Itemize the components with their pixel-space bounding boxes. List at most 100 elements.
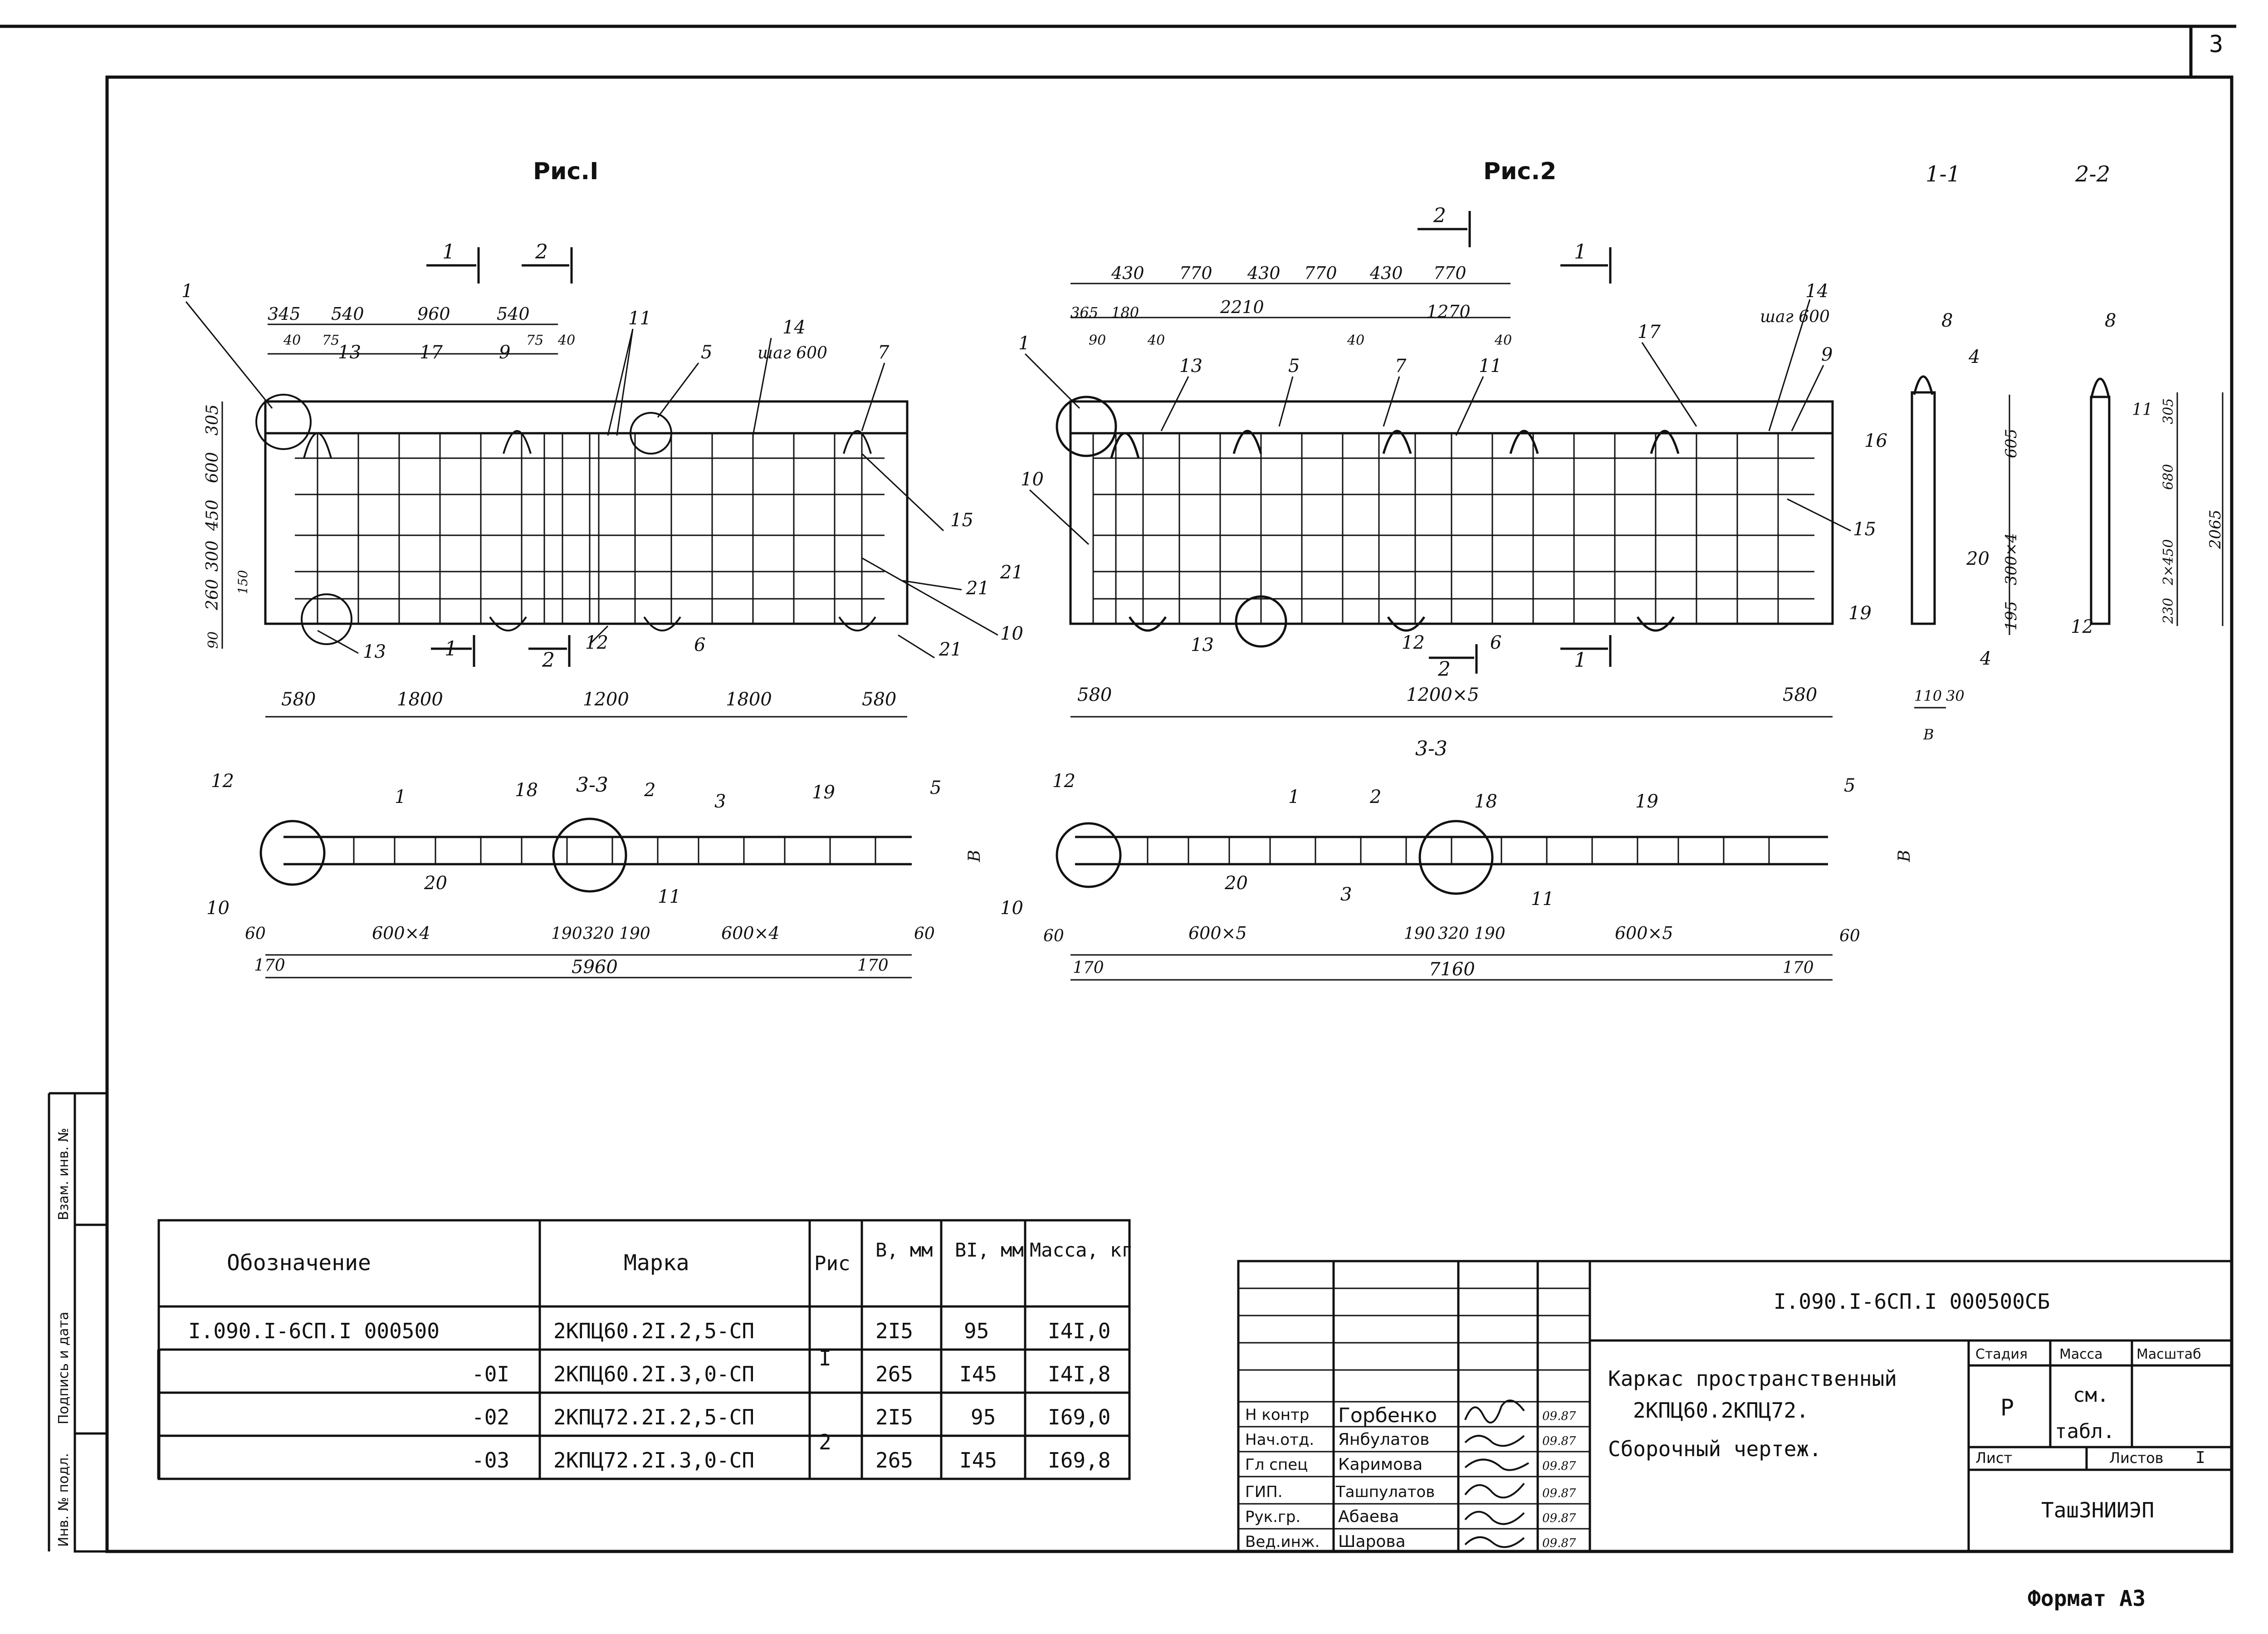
- callout: 11: [658, 886, 681, 907]
- dim-label: 540: [331, 304, 364, 324]
- dim-label: 190: [1404, 925, 1435, 943]
- fig2-pitch: шаг 600: [1760, 308, 1830, 326]
- callout: 13: [1179, 356, 1202, 377]
- callout: 6: [1490, 632, 1501, 653]
- drawing-title-line3: Сборочный чертеж.: [1608, 1437, 1822, 1461]
- fig1-section-label: 3-3: [576, 773, 608, 797]
- dim-label: 190: [551, 925, 582, 943]
- table-header: В, мм: [875, 1239, 933, 1261]
- fig1-plan-callouts: 12 1 18 2 3 19 5 10 20 11: [206, 771, 941, 919]
- callout: 5: [1288, 356, 1300, 377]
- fig1-cut-marks: 1 2 1 2: [426, 240, 573, 672]
- dim-label: 170: [857, 956, 889, 975]
- sig-role: Нач.отд.: [1245, 1431, 1314, 1449]
- callout: 14: [782, 317, 806, 338]
- fig1-left-dims: 305 600 450 300 260 90 150: [203, 404, 250, 649]
- sig-role: Гл спец: [1245, 1456, 1308, 1474]
- callout: 20: [1224, 873, 1248, 894]
- sig-role: Н контр: [1245, 1406, 1309, 1424]
- dim-label: 150: [235, 570, 250, 594]
- table-cell: I45: [959, 1448, 997, 1473]
- table-cell: 2КПЦ72.2I.2,5-СП: [553, 1405, 754, 1429]
- callout: 1: [1288, 787, 1300, 807]
- dim-label: 320: [583, 925, 614, 943]
- callout: 11: [628, 308, 651, 329]
- dim-label: 2210: [1220, 297, 1264, 317]
- dim-label: 770: [1433, 263, 1466, 283]
- table-cell: 2КПЦ60.2I.2,5-СП: [553, 1319, 754, 1343]
- callout: 6: [694, 635, 705, 656]
- callout: 9: [499, 342, 510, 363]
- sig-name: Шарова: [1338, 1532, 1406, 1551]
- fig2-section-label: 3-3: [1415, 737, 1447, 760]
- fig2-plan-dims: 60 170 600×5 190 320 190 600×5 60 170 71…: [1043, 850, 1914, 980]
- dim-label: 60: [245, 925, 266, 943]
- fig2-top-dims: 430 770 430 770 430 770 365 180 2210 127…: [1070, 263, 1512, 348]
- scale-header: Масштаб: [2136, 1346, 2201, 1362]
- fig2-title: Рис.2: [1483, 158, 1556, 185]
- dim-label: 605: [2002, 429, 2020, 458]
- dim-label: 195: [2002, 601, 2020, 631]
- dim-label: 600×4: [372, 923, 430, 943]
- dim-label: 170: [1783, 959, 1814, 977]
- table-cell: I69,8: [1048, 1448, 1110, 1473]
- fig2-callouts: 1 13 5 7 11 17 14 9 15 10 21 13 12 6: [1000, 281, 1876, 656]
- spec-table: Обозначение Марка Рис В, мм ВI, мм Масса…: [157, 1219, 1133, 1480]
- dim-label: 365: [1070, 304, 1098, 321]
- dim-label: 30: [1946, 687, 1965, 704]
- callout: 11: [1531, 889, 1554, 910]
- sig-date: 09.87: [1542, 1409, 1576, 1423]
- callout: 9: [1821, 344, 1833, 365]
- fig2-bottom-dims: 580 1200×5 580: [1077, 685, 1817, 705]
- page-number: 3: [2209, 31, 2223, 58]
- callout: 5: [930, 778, 941, 798]
- stamp-label: Инв. № подл.: [56, 1453, 72, 1547]
- drawing-title-line1: Каркас пространственный: [1608, 1366, 1897, 1391]
- callout: 1: [181, 281, 193, 302]
- dim-label: 580: [281, 689, 316, 710]
- sec11-callouts: 8 4 16 20 19 4: [1848, 310, 1991, 669]
- dim-label: 60: [1043, 927, 1064, 945]
- fig1-callouts: 1 13 17 9 11 5 14 7 15 10 21 21 12 6 13: [181, 281, 1023, 662]
- callout: 4: [1980, 648, 1991, 669]
- doc-code: I.090.I-6СП.I 000500СБ: [1774, 1289, 2050, 1314]
- table-cell: 265: [875, 1362, 913, 1386]
- dim-label: 770: [1304, 263, 1337, 283]
- callout: 13: [338, 342, 361, 363]
- dim-label: 60: [1839, 927, 1860, 945]
- organization: ТашЗНИИЭП: [2041, 1498, 2154, 1522]
- callout: 12: [1402, 632, 1425, 653]
- dim-label: 1270: [1427, 302, 1471, 322]
- table-cell: -03: [472, 1448, 509, 1473]
- sig-date: 09.87: [1542, 1512, 1576, 1525]
- fig1-bottom-dims: 580 1800 1200 1800 580: [281, 689, 896, 710]
- sig-name: Каримова: [1338, 1455, 1422, 1474]
- table-cell: I.090.I-6СП.I 000500: [188, 1319, 440, 1343]
- dim-label: 170: [1073, 959, 1104, 977]
- table-header: Масса, кг: [1030, 1239, 1133, 1261]
- dim-label: 680: [2160, 464, 2176, 490]
- callout: 19: [1635, 791, 1658, 812]
- callout: 12: [585, 632, 608, 653]
- table-header: Марка: [624, 1250, 689, 1276]
- callout: 5: [701, 342, 712, 363]
- sig-name: Янбулатов: [1338, 1430, 1429, 1449]
- dim-label: 600×5: [1188, 923, 1247, 943]
- table-cell: I69,0: [1048, 1405, 1110, 1429]
- callout: 13: [1191, 635, 1214, 656]
- callout: 7: [878, 342, 890, 363]
- callout: 4: [1968, 347, 1980, 367]
- cut-label: 1: [1574, 649, 1587, 672]
- table-cell: 95: [971, 1405, 996, 1429]
- sec11-title: 1-1: [1926, 161, 1960, 187]
- table-cell: -0I: [472, 1362, 509, 1386]
- callout: 10: [1000, 898, 1023, 919]
- dim-label: 580: [1783, 685, 1817, 705]
- table-cell: I: [819, 1346, 831, 1370]
- sig-date: 09.87: [1542, 1487, 1576, 1500]
- fig1-title: Рис.I: [533, 158, 598, 185]
- callout: 8: [2105, 310, 2116, 331]
- callout: 21: [1000, 562, 1023, 583]
- dim-label: 960: [417, 304, 450, 324]
